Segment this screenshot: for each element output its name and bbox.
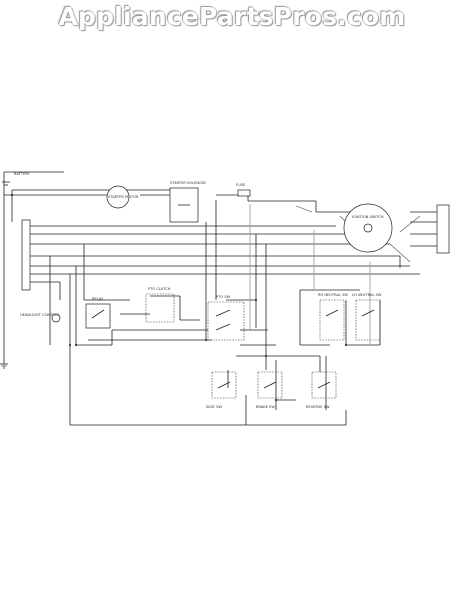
reverse-switch-label: REVERSE SW	[306, 405, 330, 409]
harness-lines	[249, 204, 421, 345]
watermark-title: AppliancePartsPros.com	[58, 2, 406, 31]
fuse: FUSE	[236, 183, 251, 197]
ignition-connector	[21, 219, 31, 291]
headlight-control: HEADLIGHT CONTROL	[20, 313, 61, 323]
regulator-connector	[436, 204, 450, 254]
seat-switch: SEAT SW	[206, 371, 237, 409]
brake-switch-label: BRAKE SW	[256, 405, 275, 409]
lh-neutral-switch-label: LH NEUTRAL SW	[352, 293, 382, 297]
rh-neutral-switch-label: RH NEUTRAL SW	[318, 293, 348, 297]
starter-motor: STARTER MOTOR	[106, 185, 139, 209]
pto-switch-label: PTO SW	[216, 295, 231, 299]
battery: BATTERY	[2, 172, 31, 186]
wire-network	[3, 171, 437, 426]
starter-solenoid: STARTER SOLENOID	[169, 181, 206, 223]
pto-switch: PTO SW	[207, 295, 245, 341]
relay: RELAY	[85, 297, 111, 329]
battery-label: BATTERY	[14, 172, 31, 176]
brake-switch: BRAKE SW	[256, 371, 283, 409]
starter-solenoid-label: STARTER SOLENOID	[170, 181, 206, 185]
headlight-control-label: HEADLIGHT CONTROL	[20, 313, 60, 317]
fuse-label: FUSE	[236, 183, 246, 187]
pto-clutch-label: PTO CLUTCH	[148, 287, 171, 291]
ground-symbol	[0, 363, 8, 369]
ignition-switch: IGNITION SWITCH	[343, 203, 393, 253]
pto-clutch: PTO CLUTCH	[145, 287, 175, 323]
ignition-switch-label: IGNITION SWITCH	[352, 215, 384, 219]
reverse-switch: REVERSE SW	[306, 371, 337, 409]
starter-motor-label: STARTER MOTOR	[108, 195, 139, 199]
rh-neutral-switch: RH NEUTRAL SW	[318, 293, 348, 341]
junction-dots	[11, 194, 347, 401]
seat-switch-label: SEAT SW	[206, 405, 222, 409]
relay-label: RELAY	[92, 297, 104, 301]
lh-neutral-switch: LH NEUTRAL SW	[352, 293, 382, 341]
